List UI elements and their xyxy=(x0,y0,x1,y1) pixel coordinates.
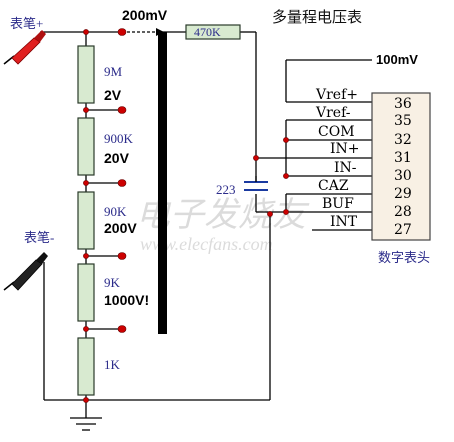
pin-number-29: 29 xyxy=(394,186,412,202)
resistor-label-9m: 9M xyxy=(104,64,123,79)
contact-2v xyxy=(117,106,127,114)
pin-number-32: 32 xyxy=(394,132,412,148)
resistor-label-1k: 1K xyxy=(104,357,121,372)
range-label-1000v: 1000V! xyxy=(104,292,149,308)
contact-1000v xyxy=(117,325,127,333)
capacitor-symbol xyxy=(244,181,268,191)
resistor-9k xyxy=(77,263,95,322)
pin-name-vref-minus: Vref- xyxy=(315,105,351,121)
resistor-label-90k: 90K xyxy=(104,204,127,219)
capacitor-label: 223 xyxy=(216,182,236,197)
positive-probe-icon xyxy=(3,30,46,65)
probe-negative-label: 表笔- xyxy=(24,230,54,245)
range-label-200mv: 200mV xyxy=(122,7,168,23)
pin-name-vref-plus: Vref+ xyxy=(315,87,358,103)
diagram-title: 多量程电压表 xyxy=(272,8,362,26)
probe-positive-label: 表笔+ xyxy=(10,16,43,31)
pin-number-28: 28 xyxy=(394,204,412,220)
contact-200mv xyxy=(117,28,127,36)
pin-name-com: COM xyxy=(318,124,355,140)
pin-name-in-plus: IN+ xyxy=(330,141,360,157)
contact-20v xyxy=(117,179,127,187)
resistor-label-900k: 900K xyxy=(104,131,134,146)
resistor-chain xyxy=(77,24,241,396)
resistor-470k xyxy=(185,24,241,40)
pin-number-35: 35 xyxy=(394,113,412,129)
resistor-label-9k: 9K xyxy=(104,275,121,290)
contact-200v xyxy=(117,252,127,260)
pin-number-36: 36 xyxy=(394,96,412,112)
junction-dots xyxy=(83,28,289,403)
pin-number-30: 30 xyxy=(394,168,412,184)
ic-digital-meter xyxy=(371,92,431,241)
pin-number-27: 27 xyxy=(394,222,412,238)
pin-name-caz: CAZ xyxy=(318,178,349,194)
resistor-90k xyxy=(77,191,95,250)
pin-name-buf: BUF xyxy=(322,196,354,212)
resistor-900k xyxy=(77,117,95,176)
range-label-200v: 200V xyxy=(104,220,137,236)
resistor-9m xyxy=(77,45,95,104)
range-selector-bar xyxy=(158,32,167,334)
pin-name-in-minus: IN- xyxy=(334,160,357,176)
watermark-url: www.elecfans.com xyxy=(140,234,273,254)
reference-voltage-label: 100mV xyxy=(376,52,418,67)
pin-name-int: INT xyxy=(330,214,358,230)
negative-probe-icon xyxy=(3,252,48,291)
range-label-20v: 20V xyxy=(104,150,130,166)
resistor-label-470k: 470K xyxy=(194,25,221,39)
pin-number-31: 31 xyxy=(394,150,412,166)
resistor-1k xyxy=(77,337,95,396)
ic-label: 数字表头 xyxy=(378,250,430,265)
range-label-2v: 2V xyxy=(104,87,122,103)
